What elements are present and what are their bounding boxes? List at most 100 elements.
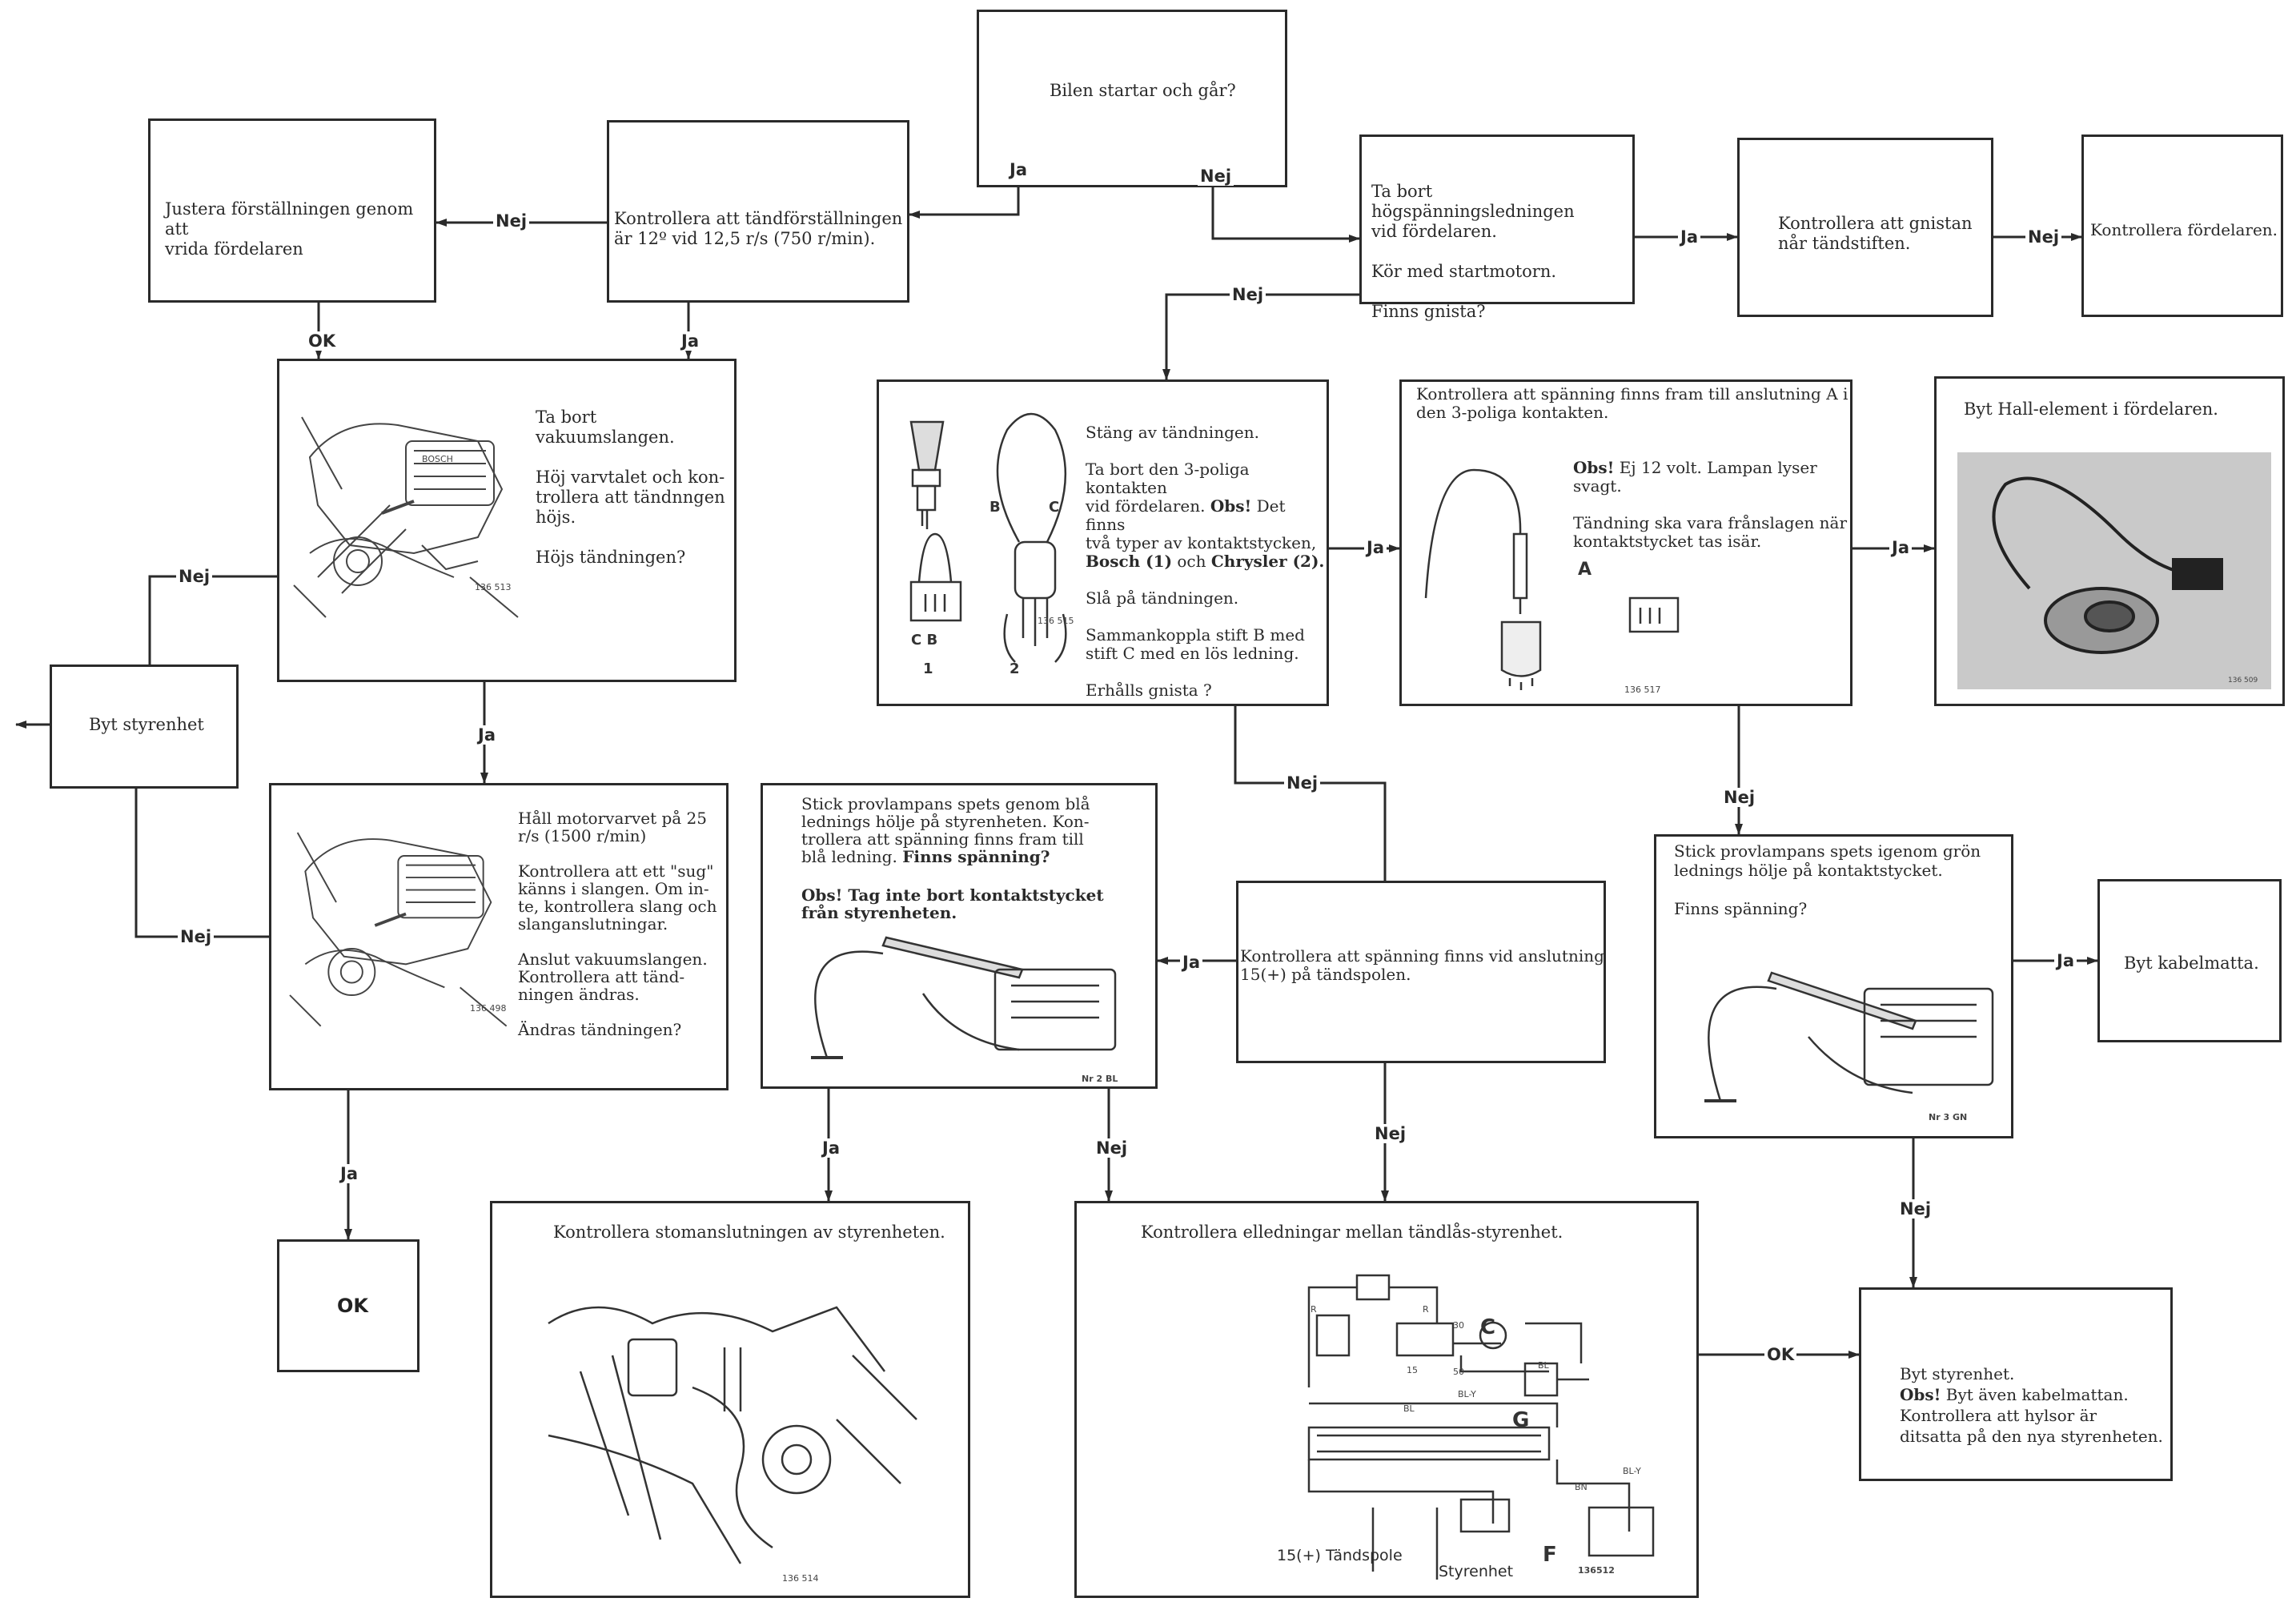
replace-ecu-final-obs: Obs! [1900, 1385, 1941, 1404]
label-coil-ja: Ja [1180, 953, 1202, 972]
voltage-a-obs-label: Obs! [1573, 458, 1615, 477]
probe-blue-caption: Nr 2 BL [1082, 1074, 1118, 1084]
box-starts-and-runs-text: Bilen startar och går? [1050, 81, 1236, 100]
box-ground-check: Kontrollera stomanslutningen av styrenhe… [490, 1201, 970, 1598]
connector-label-c: C [1049, 499, 1060, 516]
wiring-label-bly2: BL-Y [1623, 1466, 1641, 1476]
connector-bosch: Bosch (1) [1086, 552, 1173, 571]
connector-obs-label: Obs! [1210, 496, 1252, 516]
box-connector-test: B C C B 1 2 136 515 Stäng av tändningen.… [877, 379, 1329, 706]
engine-illustration-2 [289, 832, 508, 1027]
svg-text:BOSCH: BOSCH [422, 454, 453, 464]
wiring-label-15: 15 [1407, 1365, 1418, 1375]
label-hv-nej: Nej [1230, 285, 1266, 304]
box-vacuum-check-1: BOSCH 136 513 Ta bort vakuumslangen. Höj… [277, 359, 737, 682]
label-vac2-nej: Nej [178, 927, 215, 946]
box-probe-green: Stick provlampans spets igenom grön ledn… [1654, 834, 2013, 1138]
label-blue-nej: Nej [1094, 1138, 1130, 1158]
label-timing-ja: Ja [679, 331, 701, 351]
hall-caption: 136 509 [2228, 677, 2258, 685]
label-vac1-ja: Ja [476, 725, 498, 745]
probe-green-caption: Nr 3 GN [1929, 1112, 1968, 1122]
box-replace-hall: Byt Hall-element i fördelaren. 136 509 [1934, 376, 2285, 706]
voltage-a-title: Kontrollera att spänning finns fram till… [1416, 384, 1848, 422]
probe-blue-bold: Finns spänning? [902, 847, 1050, 866]
connector-vac2-nej [134, 789, 269, 938]
box-check-timing-text: Kontrollera att tändförställningen är 12… [614, 209, 903, 248]
connector-label-2: 2 [1010, 660, 1020, 677]
wiring-caption: 136512 [1578, 1565, 1615, 1576]
label-adjust-ok: OK [306, 331, 339, 351]
connector-intro: Stäng av tändningen. Ta bort den 3-polig… [1086, 423, 1259, 516]
wiring-label-bly1: BL-Y [1458, 1389, 1476, 1399]
box-remove-hv-lead: Ta bort högspänningsledningen vid fördel… [1359, 135, 1635, 321]
box-connector-test-text: Stäng av tändningen. Ta bort den 3-polig… [1086, 424, 1329, 700]
label-hv-ja: Ja [1678, 227, 1700, 247]
label-vac2-ja: Ja [338, 1164, 360, 1183]
box-check-spark-plug-text: Kontrollera att gnistan når tändstiften. [1778, 214, 1973, 253]
ground-caption: 136 514 [782, 1573, 819, 1584]
probe-blue-illustration [811, 936, 1117, 1059]
box-starts-and-runs: Bilen startar och går? [977, 10, 1287, 187]
box-wiring-check-text: Kontrollera elledningar mellan tändlås-s… [1141, 1223, 1563, 1242]
box-vacuum-check-1-text: Ta bort vakuumslangen. Höj varvtalet och… [536, 408, 725, 567]
connector-obs: Det finns två typer av kontaktstycken, [1086, 496, 1317, 552]
label-green-ja: Ja [2054, 951, 2077, 970]
box-ok: OK [277, 1239, 419, 1372]
label-blue-ja: Ja [820, 1138, 842, 1158]
connector-and: och [1172, 552, 1211, 571]
box-vacuum-check-2-text: Håll motorvarvet på 25 r/s (1500 r/min) … [518, 809, 717, 1039]
wiring-label-30: 30 [1453, 1320, 1464, 1331]
wiring-label-r1: R [1311, 1304, 1317, 1315]
box-check-distributor-text: Kontrollera fördelaren. [2090, 220, 2278, 239]
label-coil-nej: Nej [1372, 1124, 1409, 1143]
hall-photo: 136 509 [1957, 452, 2271, 689]
box-replace-hall-text: Byt Hall-element i fördelaren. [1964, 399, 2218, 419]
label-conn-nej: Nej [1284, 773, 1321, 793]
wiring-label-bl1: BL [1403, 1403, 1415, 1414]
replace-ecu-final-text: Byt styrenhet. Obs! Byt även kabelmattan… [1900, 1363, 2172, 1447]
label-plug-nej: Nej [2025, 227, 2062, 247]
label-wiring-ok: OK [1764, 1345, 1797, 1364]
connector-label-cb: C B [911, 632, 938, 648]
label-timing-nej: Nej [493, 211, 530, 231]
connector-caption: 136 515 [1038, 616, 1074, 626]
voltage-a-obs: Ej 12 volt. Lampan lyser svagt. [1573, 458, 1817, 496]
engine-illustration-1: BOSCH [293, 416, 519, 618]
box-adjust-advance: Justera förställningen genom att vrida f… [148, 118, 436, 303]
box-probe-green-text: Stick provlampans spets igenom grön ledn… [1674, 841, 1981, 918]
wiring-label-r2: R [1423, 1304, 1429, 1315]
box-vacuum-check-2: 136 498 Håll motorvarvet på 25 r/s (1500… [269, 783, 729, 1090]
probe-green-illustration [1704, 971, 1994, 1102]
hall-element-icon [1992, 476, 2223, 654]
label-va-ja: Ja [1889, 538, 1912, 557]
wiring-diagram-illustration [1307, 1274, 1655, 1580]
probe-blue-body: Stick provlampans spets genom blå lednin… [801, 794, 1090, 866]
wiring-label-f: F [1543, 1543, 1557, 1567]
connector-label-1: 1 [923, 660, 933, 677]
voltage-a-rest: Tändning ska vara frånslagen när kontakt… [1573, 513, 1848, 551]
box-replace-ecu: Byt styrenhet [50, 664, 239, 789]
ground-illustration [548, 1306, 917, 1564]
box-wiring-check: Kontrollera elledningar mellan tändlås-s… [1074, 1201, 1699, 1598]
vacuum-2-caption: 136 498 [470, 1003, 507, 1014]
connector-chrysler: Chrysler (2). [1210, 552, 1325, 571]
replace-ecu-final-1: Byt styrenhet. [1900, 1364, 2015, 1383]
connector-vac1-nej [148, 575, 277, 664]
probe-blue-obs: Obs! Tag inte bort kontaktstycket från s… [801, 885, 1104, 922]
box-coil-15: Kontrollera att spänning finns vid anslu… [1236, 881, 1606, 1063]
wiring-label-ecu: Styrenhet [1439, 1563, 1514, 1580]
wiring-label-50: 50 [1453, 1367, 1464, 1377]
box-replace-ecu-final: Byt styrenhet. Obs! Byt även kabelmattan… [1859, 1287, 2173, 1481]
voltage-a-illustration [1424, 468, 1680, 690]
voltage-a-body: Obs! Ej 12 volt. Lampan lyser svagt. Tän… [1573, 459, 1853, 551]
box-replace-ecu-text: Byt styrenhet [89, 715, 204, 734]
probe-blue-text: Stick provlampans spets genom blå lednin… [801, 795, 1154, 865]
replace-ecu-final-2: Byt även kabelmattan. [1941, 1385, 2129, 1404]
label-conn-ja: Ja [1364, 538, 1387, 557]
box-check-timing: Kontrollera att tändförställningen är 12… [607, 120, 909, 303]
replace-ecu-final-3: Kontrollera att hylsor är ditsatta på de… [1900, 1406, 2163, 1446]
label-start-ja: Ja [1007, 160, 1030, 179]
box-ground-check-text: Kontrollera stomanslutningen av styrenhe… [553, 1223, 945, 1242]
connector-conn-nej [1234, 706, 1387, 881]
